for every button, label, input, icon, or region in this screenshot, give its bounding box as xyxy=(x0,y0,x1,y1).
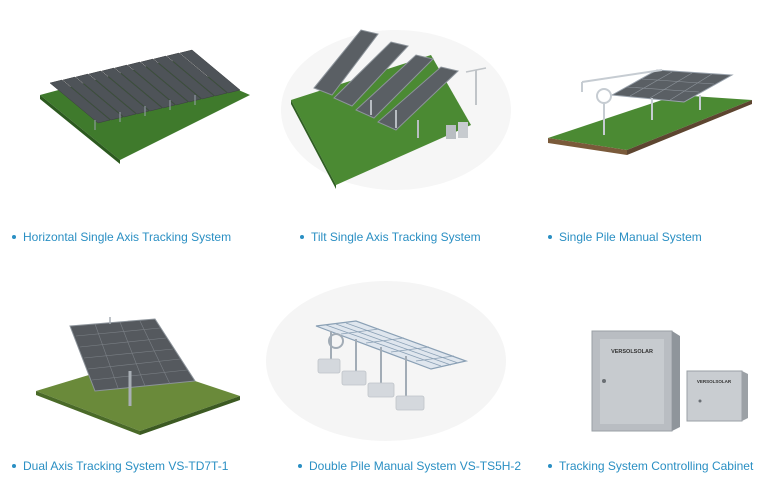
product-caption: Dual Axis Tracking System VS-TD7T-1 xyxy=(23,459,229,473)
bullet-icon xyxy=(548,235,552,239)
product-link[interactable]: Double Pile Manual System VS-TS5H-2 xyxy=(298,459,521,473)
bullet-icon xyxy=(548,464,552,468)
product-card-control-cabinet[interactable]: VERSOLSOLAR VERSOLSOLAR Tracking System … xyxy=(512,241,768,482)
product-caption: Double Pile Manual System VS-TS5H-2 xyxy=(309,459,522,473)
product-link[interactable]: Horizontal Single Axis Tracking System xyxy=(12,230,231,244)
single-pile-manual-mount-image[interactable] xyxy=(512,0,768,210)
control-cabinet-image[interactable]: VERSOLSOLAR VERSOLSOLAR xyxy=(512,241,768,451)
bullet-icon xyxy=(12,464,16,468)
brand-logo-small: VERSOLSOLAR xyxy=(697,379,732,384)
dual-axis-tracker-image[interactable] xyxy=(0,241,256,451)
tilt-single-axis-tracker-image[interactable] xyxy=(256,0,512,210)
product-link[interactable]: Tracking System Controlling Cabinet xyxy=(548,459,753,473)
double-pile-manual-mount-image[interactable] xyxy=(256,241,512,451)
product-link[interactable]: Single Pile Manual System xyxy=(548,230,702,244)
product-caption: Tilt Single Axis Tracking System xyxy=(311,230,481,244)
bullet-icon xyxy=(298,464,302,468)
product-card-tilt-single-axis[interactable]: Tilt Single Axis Tracking System xyxy=(256,0,512,244)
product-card-dual-axis[interactable]: Dual Axis Tracking System VS-TD7T-1 xyxy=(0,241,256,482)
product-caption: Tracking System Controlling Cabinet xyxy=(559,459,754,473)
product-card-horizontal-single-axis[interactable]: Horizontal Single Axis Tracking System xyxy=(0,0,256,244)
horizontal-single-axis-tracker-image[interactable] xyxy=(0,0,256,210)
product-caption: Horizontal Single Axis Tracking System xyxy=(23,230,232,244)
bullet-icon xyxy=(300,235,304,239)
brand-logo-large: VERSOLSOLAR xyxy=(611,349,653,355)
product-card-single-pile-manual[interactable]: Single Pile Manual System xyxy=(512,0,768,244)
product-link[interactable]: Dual Axis Tracking System VS-TD7T-1 xyxy=(12,459,228,473)
product-card-double-pile-manual[interactable]: Double Pile Manual System VS-TS5H-2 xyxy=(256,241,521,482)
bullet-icon xyxy=(12,235,16,239)
product-caption: Single Pile Manual System xyxy=(559,230,702,244)
product-link[interactable]: Tilt Single Axis Tracking System xyxy=(300,230,481,244)
